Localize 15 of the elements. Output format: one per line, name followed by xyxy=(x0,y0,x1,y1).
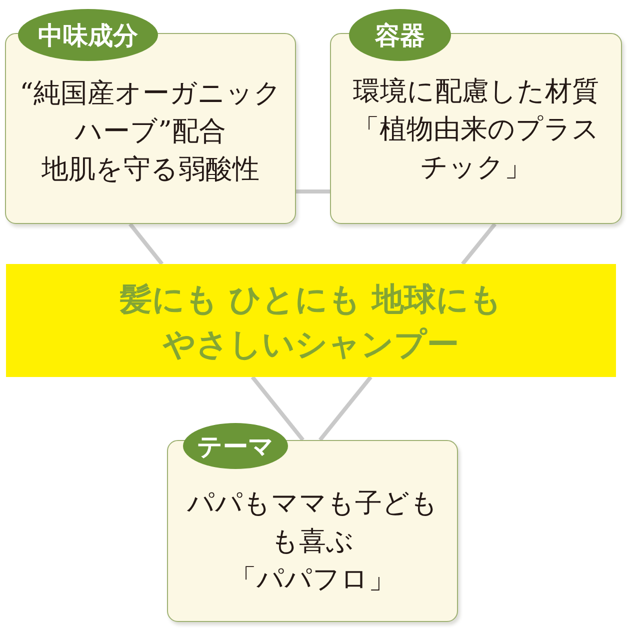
headline-text: 髪にも ひとにも 地球にもやさしいシャンプー xyxy=(118,279,504,365)
description-text: “純国産オーガニックハーブ”配合 xyxy=(18,77,282,149)
connector-line xyxy=(250,376,304,442)
category-tab: テーマ xyxy=(183,423,288,469)
description-text: 地肌を守る弱酸性 xyxy=(42,153,260,187)
description-text: パパもママも子どもも喜ぶ xyxy=(186,487,438,559)
description-text: 「パパフロ」 xyxy=(230,563,396,597)
connector-line xyxy=(461,222,497,266)
headline-banner xyxy=(6,264,616,377)
category-tab: 容器 xyxy=(349,9,451,61)
connector-line xyxy=(318,376,372,442)
connector-line xyxy=(296,190,330,194)
connector-line xyxy=(128,222,164,266)
category-tab: 中味成分 xyxy=(18,9,158,61)
description-text: 環境に配慮した材質「植物由来のプラスチック」 xyxy=(352,75,600,185)
